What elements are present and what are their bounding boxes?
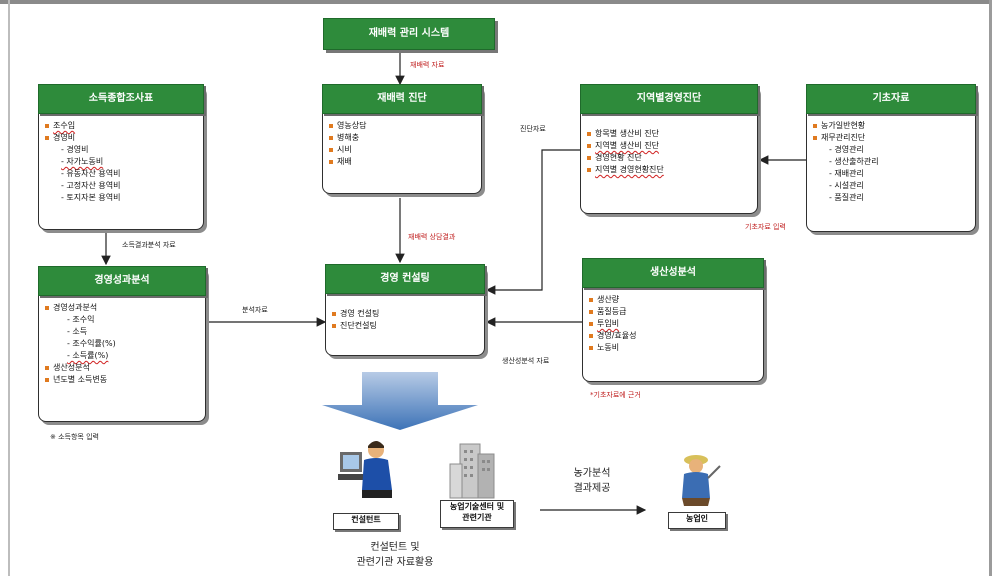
system-header: 재배력 관리 시스템 <box>323 18 495 50</box>
list-item: 진단컨설팅 <box>332 320 484 332</box>
label-top-arrow: 재배력 자료 <box>410 61 445 69</box>
list-item: 경영/효율성 <box>589 330 763 342</box>
label-farm-to-consult: 재배력 상담결과 <box>408 233 456 241</box>
list-item: 품질등급 <box>589 306 763 318</box>
list-item-text: 지역별 생산비 진단 <box>595 141 659 150</box>
list-item: - 시설관리 <box>829 181 864 190</box>
basic-data-box: 기초자료 농가일반현황 재무관리진단 - 경영관리 - 생산출하관리 - 재배관… <box>806 84 976 232</box>
window-top-border <box>0 0 992 4</box>
productivity-title: 생산성분석 <box>582 258 764 288</box>
list-item: 병해충 <box>329 132 481 144</box>
list-item: - 소득률(%) <box>53 350 205 362</box>
list-item: 생산성분석 <box>45 362 205 374</box>
region-diagnosis-box: 지역별경영진단 항목별 생산비 진단 지역별 생산비 진단 경영현황 진단 지역… <box>580 84 758 214</box>
farm-calendar-box: 재배력 진단 영농상담 병해충 시비 재배 <box>322 84 482 194</box>
list-item: 경영현황 진단 <box>587 152 757 164</box>
list-item: - 고정자산 용역비 <box>61 181 121 190</box>
income-survey-title: 소득종합조사표 <box>38 84 204 114</box>
list-item: 재배 <box>329 156 481 168</box>
list-item-text: - 자가노동비 <box>61 157 104 166</box>
list-item: - 토지자본 용역비 <box>61 193 121 202</box>
label-analysis-data: 생산성분석 자료 <box>502 357 550 365</box>
list-item: 경영 컨설팅 <box>332 308 484 320</box>
list-item: 지역별 생산비 진단 <box>587 140 757 152</box>
list-item: - 경영관리 <box>829 145 864 154</box>
list-item: - 조수익률(%) <box>67 339 116 348</box>
provide-result-caption: 농가분석 결과제공 <box>573 468 611 494</box>
agency-label: 농업기술센터 및 관련기관 <box>440 500 514 528</box>
list-item: - 소득 <box>67 327 88 336</box>
list-item: 년도별 소득변동 <box>45 374 205 386</box>
list-item: - 생산출하관리 <box>829 157 879 166</box>
list-item-text: - 소득률(%) <box>67 351 109 360</box>
label-perf-to-consult: 분석자료 <box>242 306 268 314</box>
consulting-title: 경영 컨설팅 <box>325 264 485 294</box>
label-basis-note: *기초자료에 근거 <box>590 391 641 399</box>
basic-data-title: 기초자료 <box>806 84 976 114</box>
consultant-label: 컨설턴트 <box>333 513 399 530</box>
bottom-caption: 컨설턴트 및 관련기관 자료활용 <box>356 542 434 568</box>
farmer-icon <box>682 455 721 506</box>
list-item: 영농상담 <box>329 120 481 132</box>
farm-calendar-title: 재배력 진단 <box>322 84 482 114</box>
region-diagnosis-title: 지역별경영진단 <box>580 84 758 114</box>
consulting-box: 경영 컨설팅 경영 컨설팅 진단컨설팅 <box>325 264 485 356</box>
list-item: 지역별 경영현황진단 <box>587 164 757 176</box>
label-diagnosis-data: 진단자료 <box>520 125 546 133</box>
income-survey-box: 소득종합조사표 조수입 경영비 - 경영비 - 자가노동비 - 유동자산 용역비… <box>38 84 204 230</box>
productivity-box: 생산성분석 생산량 품질등급 투입비 경영/효율성 노동비 <box>582 258 764 382</box>
arrow-region-to-consult <box>485 149 580 295</box>
list-item: - 품질관리 <box>829 193 864 202</box>
list-item: 생산량 <box>589 294 763 306</box>
farmer-label: 농업인 <box>668 512 726 529</box>
performance-box: 경영성과분석 경영성과분석 - 조수익 - 소득 - 조수익률(%) - 소득률… <box>38 266 206 422</box>
list-item: 조수입 <box>45 120 203 132</box>
list-item: 재무관리진단 <box>813 132 975 144</box>
big-down-arrow <box>322 372 478 430</box>
label-income-note: ※ 소득항목 입력 <box>50 433 99 441</box>
list-item: - 재배관리 <box>829 169 864 178</box>
window-left-border <box>8 0 10 576</box>
list-item: 농가일반현황 <box>813 120 975 132</box>
list-item: - 경영비 <box>61 145 89 154</box>
list-item: - 조수익 <box>67 315 95 324</box>
label-basic-data-input: 기초자료 입력 <box>745 223 786 231</box>
list-item-text: 지역별 경영현황진단 <box>595 165 664 174</box>
list-item: 시비 <box>329 144 481 156</box>
list-item: 경영비 <box>45 132 203 144</box>
building-icon <box>449 443 495 499</box>
list-item: - 자가노동비 <box>53 156 203 168</box>
performance-title: 경영성과분석 <box>38 266 206 296</box>
consultant-icon <box>338 441 392 498</box>
list-item: 항목별 생산비 진단 <box>587 128 757 140</box>
list-item-text: 투입비 <box>597 319 620 328</box>
list-item: - 유동자산 용역비 <box>61 169 121 178</box>
list-item-text: 조수입 <box>53 121 76 130</box>
list-item: 경영성과분석 <box>45 302 205 314</box>
label-income-to-performance: 소득결과분석 자료 <box>122 241 176 249</box>
list-item: 투입비 <box>589 318 763 330</box>
list-item: 노동비 <box>589 342 763 354</box>
window-right-border <box>989 0 992 576</box>
